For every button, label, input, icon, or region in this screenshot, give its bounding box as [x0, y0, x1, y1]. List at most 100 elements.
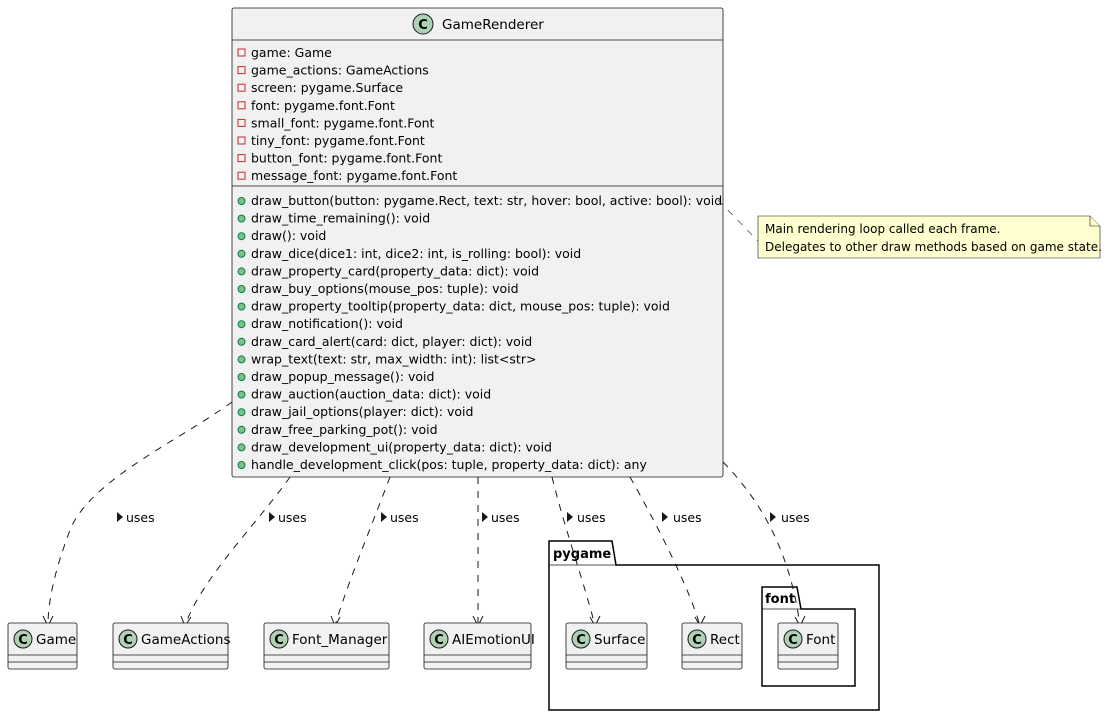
- attribute-item: button_font: pygame.font.Font: [251, 151, 442, 166]
- private-visibility-icon: [237, 171, 246, 180]
- label-uses-2: uses: [278, 510, 307, 525]
- class-circle-icon: [429, 629, 449, 649]
- private-visibility-icon: [237, 136, 246, 145]
- private-visibility-icon: [237, 66, 246, 75]
- public-visibility-icon: [237, 197, 246, 205]
- method-item: draw(): void: [251, 228, 326, 243]
- attribute-item: game_actions: GameActions: [251, 63, 429, 78]
- class-circle-icon: [118, 629, 138, 649]
- edge-to-surface: [551, 476, 596, 627]
- public-visibility-icon: [237, 425, 246, 434]
- class-aiemotionui: C AIEmotionUI: [423, 622, 535, 670]
- class-name: Surface: [594, 632, 645, 648]
- public-visibility-icon: [237, 267, 246, 276]
- public-visibility-icon: [237, 355, 246, 364]
- method-item: draw_time_remaining(): void: [251, 211, 430, 226]
- target-classes: C Game C GameActions C Font_Manager C AIEmotion…: [7, 622, 839, 670]
- private-visibility-icon: [237, 154, 246, 163]
- method-item: draw_property_tooltip(property_data: dic…: [251, 299, 670, 314]
- method-item: draw_development_ui(property_data: dict)…: [251, 439, 552, 454]
- method-item: draw_card_alert(card: dict, player: dict…: [251, 334, 532, 349]
- attribute-item: screen: pygame.Surface: [251, 80, 403, 95]
- class-circle-icon: [13, 629, 33, 649]
- public-visibility-icon: [237, 443, 246, 452]
- class-game: C Game: [7, 622, 78, 670]
- method-list: draw_button(button: pygame.Rect, text: s…: [237, 193, 722, 472]
- method-item: draw_property_card(property_data: dict):…: [251, 263, 539, 278]
- svg-text:C: C: [788, 633, 798, 648]
- edge-to-font-manager: [334, 476, 391, 627]
- private-visibility-icon: [237, 83, 246, 92]
- class-gameactions: C GameActions: [112, 622, 231, 670]
- edge-to-gameactions: [184, 476, 291, 627]
- public-visibility-icon: [237, 337, 246, 346]
- class-rect: C Rect: [681, 622, 743, 670]
- private-visibility-icon: [237, 48, 246, 57]
- method-item: draw_auction(auction_data: dict): void: [251, 387, 491, 402]
- label-uses-7: uses: [781, 510, 810, 525]
- public-visibility-icon: [237, 390, 246, 399]
- public-visibility-icon: [237, 461, 246, 469]
- class-circle-icon: [783, 629, 803, 649]
- public-visibility-icon: [237, 302, 246, 311]
- note-line-2: Delegates to other draw methods based on…: [765, 240, 1102, 254]
- svg-text:C: C: [18, 633, 28, 648]
- method-item: draw_free_parking_pot(): void: [251, 422, 438, 437]
- class-circle-icon: [571, 629, 591, 649]
- method-item: draw_button(button: pygame.Rect, text: s…: [251, 193, 722, 208]
- svg-text:C: C: [576, 633, 586, 648]
- public-visibility-icon: [237, 320, 246, 329]
- class-circle-icon: [269, 629, 289, 649]
- attribute-item: tiny_font: pygame.font.Font: [251, 133, 425, 148]
- label-uses-1: uses: [126, 510, 155, 525]
- attribute-list: game: Game game_actions: GameActions scree…: [237, 45, 457, 183]
- package-font-label: font: [765, 592, 795, 607]
- label-uses-4: uses: [491, 510, 520, 525]
- class-name: Rect: [710, 632, 740, 648]
- class-circle-icon: [687, 629, 707, 649]
- class-name: Font: [806, 632, 835, 648]
- attribute-item: message_font: pygame.font.Font: [251, 168, 457, 183]
- public-visibility-icon: [237, 232, 246, 241]
- method-item: draw_buy_options(mouse_pos: tuple): void: [251, 281, 519, 296]
- public-visibility-icon: [237, 373, 246, 381]
- method-item: draw_jail_options(player: dict): void: [251, 404, 473, 419]
- label-uses-6: uses: [673, 510, 702, 525]
- svg-text:C: C: [434, 633, 444, 648]
- method-item: draw_dice(dice1: int, dice2: int, is_rol…: [251, 246, 581, 261]
- method-item: draw_notification(): void: [251, 316, 403, 331]
- class-gamerenderer: C GameRenderer game: Game game_actions: G…: [231, 7, 724, 478]
- edge-to-font: [722, 461, 801, 627]
- private-visibility-icon: [237, 118, 246, 127]
- class-font: C Font: [777, 622, 839, 670]
- public-visibility-icon: [237, 285, 246, 293]
- class-name: GameRenderer: [442, 17, 544, 33]
- label-uses-3: uses: [390, 510, 419, 525]
- class-name: AIEmotionUI: [452, 632, 535, 648]
- svg-text:C: C: [123, 633, 133, 648]
- svg-text:C: C: [692, 633, 702, 648]
- class-name: Font_Manager: [292, 632, 388, 648]
- svg-text:C: C: [418, 18, 428, 33]
- method-item: handle_development_click(pos: tuple, pro…: [251, 457, 647, 472]
- class-name: Game: [36, 632, 76, 648]
- method-item: wrap_text(text: str, max_width: int): li…: [251, 351, 536, 366]
- class-surface: C Surface: [565, 622, 648, 670]
- note: Main rendering loop called each frame. D…: [717, 199, 1102, 259]
- class-circle-icon: [412, 13, 434, 35]
- class-name: GameActions: [141, 632, 231, 648]
- package-pygame-label: pygame: [553, 547, 611, 562]
- public-visibility-icon: [237, 408, 246, 417]
- note-line-1: Main rendering loop called each frame.: [765, 222, 1000, 236]
- attribute-item: font: pygame.font.Font: [251, 98, 395, 113]
- label-uses-5: uses: [577, 510, 606, 525]
- public-visibility-icon: [237, 214, 246, 223]
- private-visibility-icon: [237, 101, 246, 110]
- attribute-item: game: Game: [251, 45, 332, 60]
- public-visibility-icon: [237, 249, 246, 258]
- class-font-manager: C Font_Manager: [263, 622, 390, 670]
- svg-text:C: C: [274, 633, 284, 648]
- method-item: draw_popup_message(): void: [251, 369, 434, 384]
- attribute-item: small_font: pygame.font.Font: [251, 115, 435, 130]
